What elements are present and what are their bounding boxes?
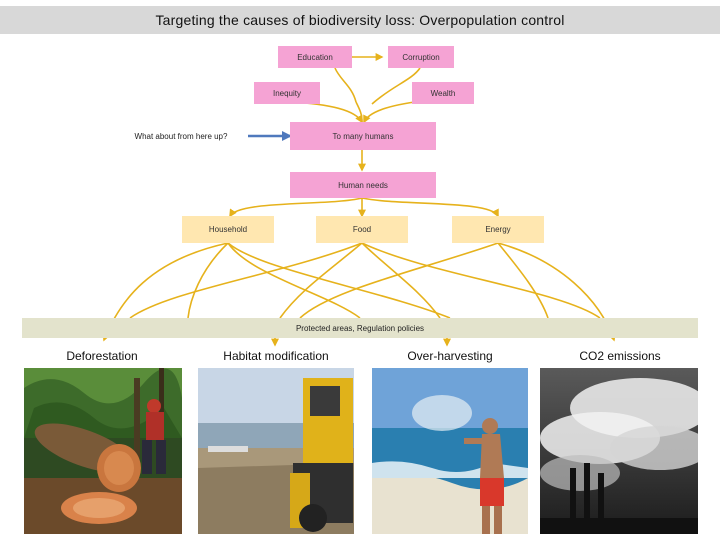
node-food: Food: [316, 216, 408, 243]
category-habitat-modification: Habitat modification: [223, 349, 329, 363]
category-over-harvesting: Over-harvesting: [407, 349, 493, 363]
category-deforestation: Deforestation: [66, 349, 138, 363]
node-human-needs: Human needs: [290, 172, 436, 198]
category-co2-emissions: CO2 emissions: [579, 349, 661, 363]
slide-title: Targeting the causes of biodiversity los…: [0, 6, 720, 34]
deforestation-photo: [24, 368, 182, 534]
node-too-many-humans: To many humans: [290, 122, 436, 150]
node-wealth: Wealth: [412, 82, 474, 104]
habitat-modification-photo: [198, 368, 354, 534]
node-energy: Energy: [452, 216, 544, 243]
protected-areas-band: Protected areas, Regulation policies: [22, 318, 698, 338]
node-corruption: Corruption: [388, 46, 454, 68]
node-household: Household: [182, 216, 274, 243]
callout-text: What about from here up?: [134, 131, 228, 141]
node-education: Education: [278, 46, 352, 68]
node-inequity: Inequity: [254, 82, 320, 104]
co2-emissions-photo: [540, 368, 698, 534]
over-harvesting-photo: [372, 368, 528, 534]
